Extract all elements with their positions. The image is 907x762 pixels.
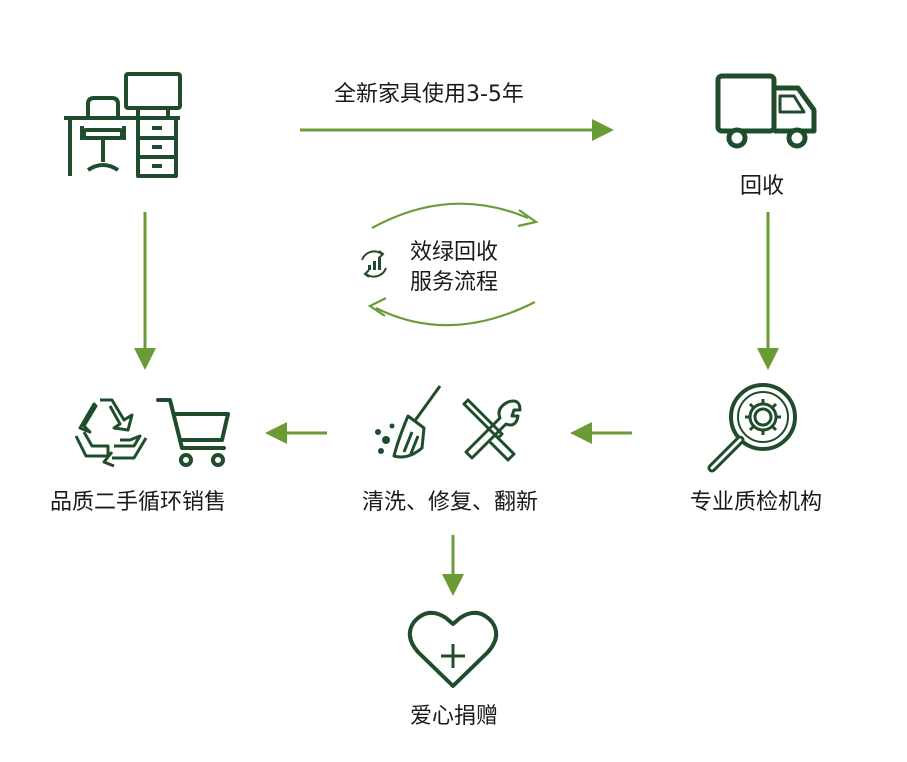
magnifier-gear-icon [707,383,797,473]
bottom-down-arrow [442,535,464,596]
office-desk-icon [64,72,182,178]
right-left-arrow [570,422,632,444]
shopping-cart-icon [156,398,230,467]
inspection-label: 专业质检机构 [690,490,823,515]
top-arrow-label: 全新家具使用3-5年 [334,82,524,107]
middle-left-arrow [265,422,327,444]
tools-repair-icon [462,398,522,462]
resale-label: 品质二手循环销售 [50,490,227,515]
cycle-arcs [367,202,539,327]
center-title-line2: 服务流程 [410,270,499,295]
left-down-arrow [134,212,156,370]
center-title-line1: 效绿回收 [410,240,499,265]
recycle-icon [74,398,148,468]
heart-plus-icon [407,610,499,688]
right-down-arrow [757,212,779,370]
top-arrow [300,119,614,141]
delivery-truck-icon [715,73,817,149]
recycle-label: 回收 [740,174,785,199]
donation-label: 爱心捐赠 [410,704,499,729]
growth-chart-icon [361,250,387,278]
center-title: 效绿回收 服务流程 [410,238,498,298]
broom-cleaning-icon [375,385,442,459]
refurbish-label: 清洗、修复、翻新 [362,490,539,515]
